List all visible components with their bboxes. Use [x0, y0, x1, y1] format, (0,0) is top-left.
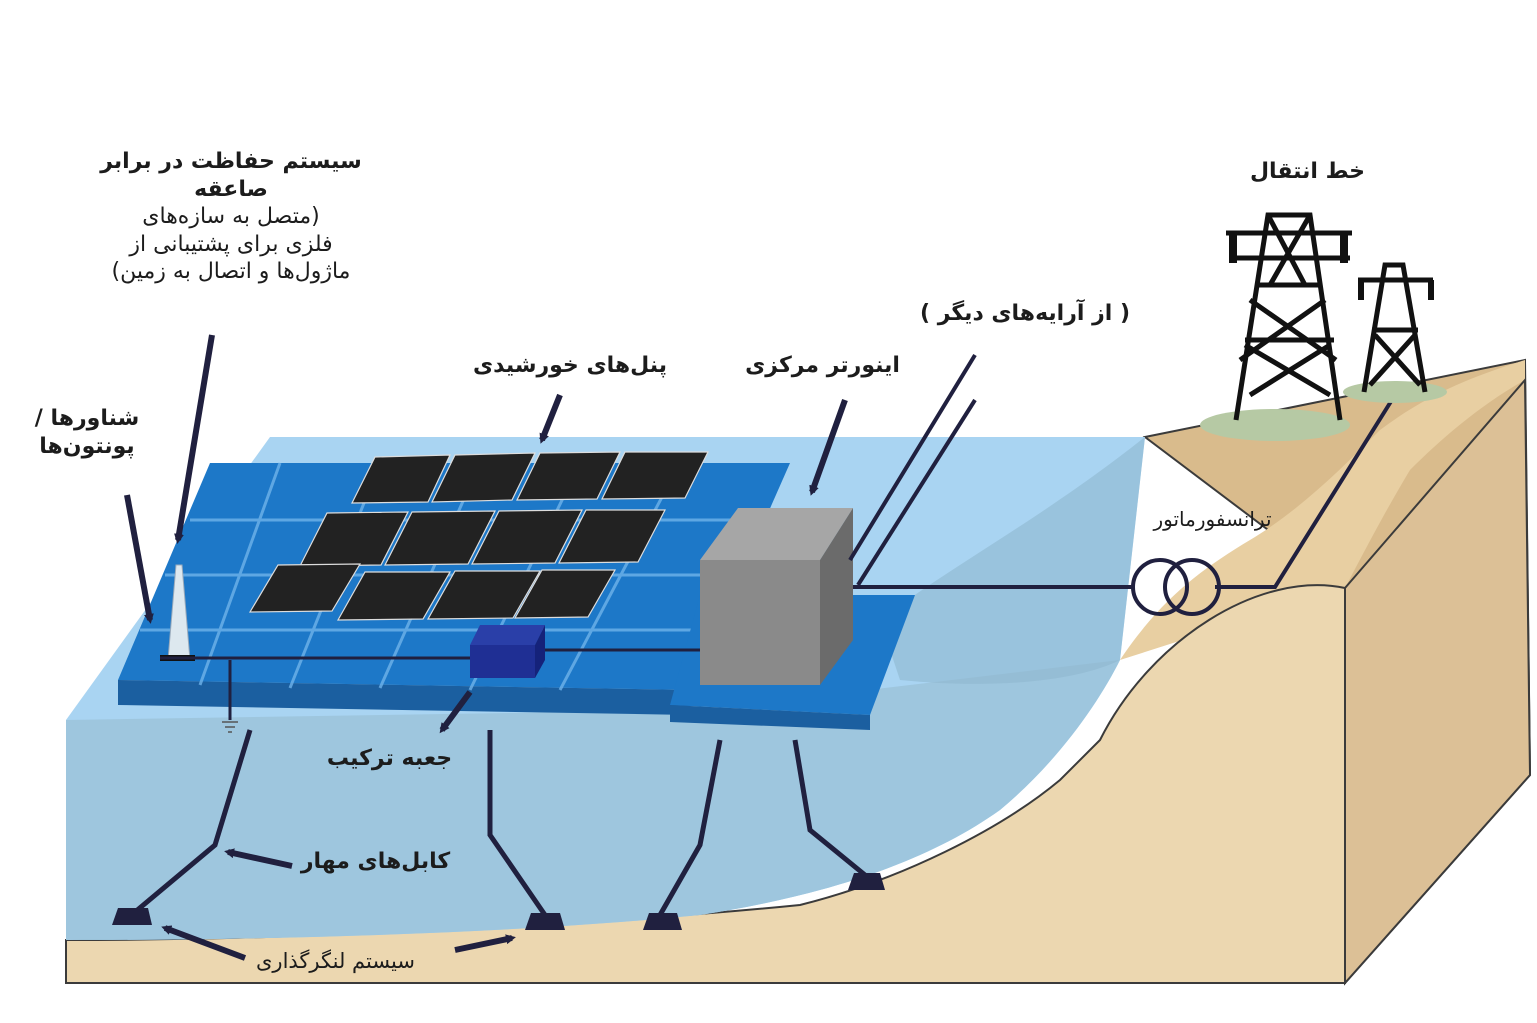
lightning-label-line3: (متصل به سازه‌های [142, 204, 320, 229]
transmission-line-label: خط انتقال [1249, 159, 1366, 184]
transmission-towers [1200, 212, 1447, 441]
floats-label-line2: پونتون‌ها [39, 433, 135, 459]
lightning-protection-label: سیستم حفاظت در برابر صاعقه (متصل به سازه… [100, 148, 362, 286]
floats-label-line1: شناورها / [34, 406, 140, 431]
central-inverter-label: اینورتر مرکزی [745, 353, 900, 378]
from-other-arrays-label: ( از آرایه‌های دیگر ) [919, 301, 1130, 326]
solar-panels [248, 451, 709, 621]
lightning-label-line4: فلزی برای پشتیبانی از [129, 231, 333, 257]
combiner-box [470, 625, 545, 678]
dc-cables [160, 648, 705, 720]
transformer-label: ترانسفورماتور [1153, 507, 1272, 531]
callout-arrows [124, 334, 848, 961]
lightning-label-line2: صاعقه [194, 176, 268, 202]
lightning-label-line5: ماژول‌ها و اتصال به زمین) [111, 259, 351, 284]
transformer-symbol [1131, 558, 1221, 616]
mooring-cables-label: کابل‌های مهار [300, 849, 451, 874]
central-inverter-box [700, 508, 853, 685]
lightning-label-line1: سیستم حفاظت در برابر [100, 149, 362, 174]
ground-symbol [222, 721, 238, 733]
anchoring-system-label: سیستم لنگرگذاری [255, 949, 415, 973]
solar-panels-label: پنل‌های خورشیدی [472, 353, 667, 378]
other-array-cables [848, 353, 1397, 589]
combiner-box-label: جعبه ترکیب [326, 746, 453, 771]
mooring-cables-lines [133, 729, 867, 917]
floats-label: شناورها / پونتون‌ها [22, 405, 152, 460]
anchors [112, 873, 885, 930]
